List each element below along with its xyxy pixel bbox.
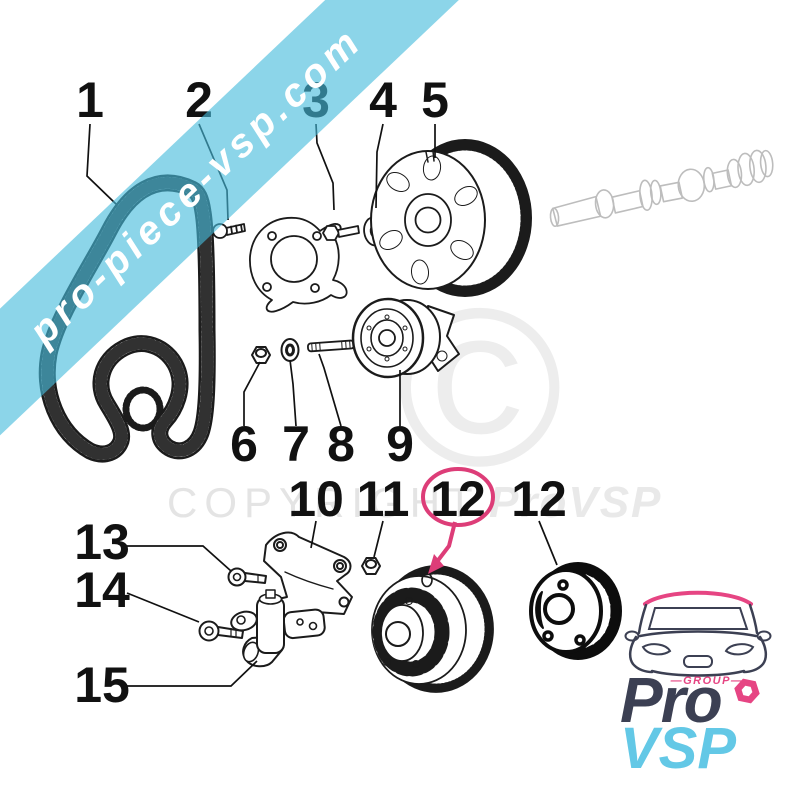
part-label-7: 7: [282, 416, 310, 472]
part-7-washer-art: [280, 338, 300, 362]
brand-watermark: ProVSP: [489, 478, 662, 527]
part-label-11: 11: [357, 471, 410, 527]
part-12-crank-gear-art: [371, 565, 494, 693]
logo-car-icon: [624, 590, 772, 677]
part-13-bolt-art: [227, 567, 267, 587]
logo-nut-icon: [734, 678, 760, 704]
highlight-arrow-line: [434, 521, 457, 565]
highlight-annotation: [421, 467, 495, 574]
logo-vsp-text: VSP: [620, 716, 736, 781]
part-label-9: 9: [386, 416, 414, 472]
part-label-5: 5: [421, 72, 449, 128]
camshaft-reference-art: [549, 149, 774, 228]
leader-6: [243, 361, 261, 426]
part-label-4: 4: [369, 72, 397, 128]
part-3-plate-art: [249, 217, 360, 313]
leader-1: [86, 123, 117, 205]
part-label-1: 1: [76, 72, 104, 128]
part-label-15: 15: [74, 657, 130, 713]
part-15-support-art: [230, 589, 326, 668]
part-label-6: 6: [230, 416, 258, 472]
copyright-symbol-watermark: ©: [397, 261, 563, 513]
part-8-stud-art: [307, 339, 355, 353]
leader-8: [318, 353, 342, 427]
part-9-tensioner-art: [351, 297, 460, 379]
provsp-logo: —GROUP— Pro VSP: [620, 590, 772, 781]
part-label-12b: 12: [511, 471, 567, 527]
logo-pro-text: Pro: [620, 664, 722, 736]
leader-14: [126, 592, 200, 623]
part-11-nut-art: [361, 557, 381, 575]
part-2-bolt-art: [212, 223, 246, 239]
highlight-ellipse: [421, 467, 495, 527]
leader-12b: [538, 520, 558, 566]
leader-4: [375, 123, 384, 209]
leader-10: [310, 520, 317, 549]
leader-7: [289, 359, 297, 427]
leader-3: [315, 123, 335, 211]
leader-11: [373, 520, 384, 558]
logo-group-label: —GROUP—: [670, 675, 744, 687]
highlight-arrowhead: [428, 554, 444, 574]
part-label-8: 8: [327, 416, 355, 472]
part-label-12-highlighted: 12: [430, 471, 486, 527]
part-14-bolt-art: [198, 620, 244, 642]
part-label-14: 14: [74, 562, 130, 618]
part-6-nut-art: [251, 346, 271, 364]
part-10-bracket-art: [263, 531, 353, 620]
part-12b-crank-gear-art: [529, 562, 622, 660]
part-5-pulley-art: [370, 139, 532, 297]
part-label-13: 13: [74, 514, 130, 570]
part-label-10: 10: [288, 471, 344, 527]
leader-13: [127, 545, 232, 572]
leader-15: [127, 660, 258, 687]
